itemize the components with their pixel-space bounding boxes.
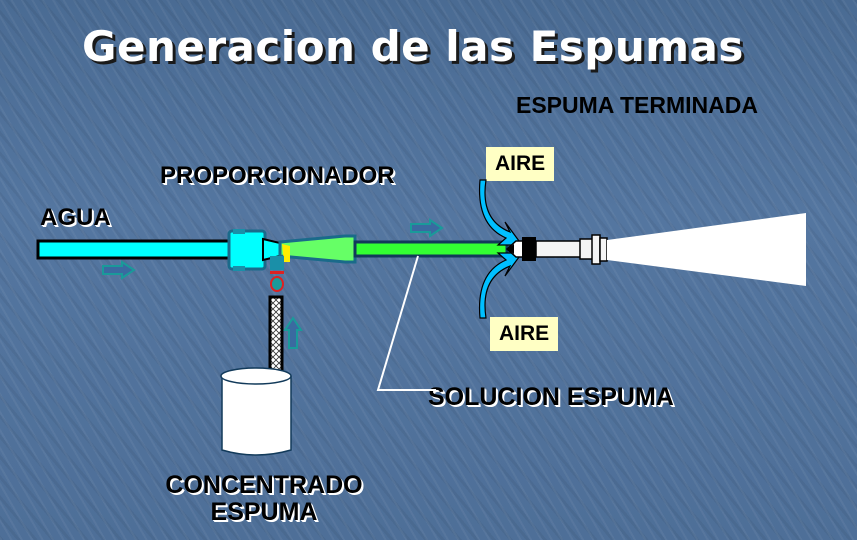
air-label-top: AIRE	[486, 147, 555, 181]
proportioner-icon	[227, 229, 357, 292]
finished-foam-label: ESPUMA TERMINADA	[516, 92, 758, 118]
suction-tube	[268, 295, 284, 375]
air-label-bottom: AIRE	[490, 317, 559, 351]
slide-title: Generacion de las Espumas	[82, 22, 744, 71]
flow-arrow-water	[102, 260, 136, 280]
flow-arrow-concentrate	[283, 316, 303, 349]
foam-solution-label: SOLUCION ESPUMA	[428, 383, 674, 411]
proportioner-label: PROPORCIONADOR	[160, 162, 395, 189]
solution-pipe	[353, 240, 509, 258]
water-label: AGUA	[40, 204, 111, 231]
foam-nozzle-icon	[505, 234, 608, 265]
concentrate-drum-icon	[220, 367, 292, 456]
concentrate-label: CONCENTRADO ESPUMA	[150, 472, 378, 526]
solution-pointer-line	[376, 255, 436, 391]
air-arrow-top-icon	[478, 179, 524, 246]
concentrate-label-line2: ESPUMA	[210, 498, 318, 526]
air-arrow-bottom-icon	[478, 252, 524, 319]
flow-arrow-solution	[410, 218, 444, 238]
water-pipe	[36, 239, 235, 260]
concentrate-label-line1: CONCENTRADO	[165, 471, 363, 499]
foam-stream	[607, 213, 806, 286]
